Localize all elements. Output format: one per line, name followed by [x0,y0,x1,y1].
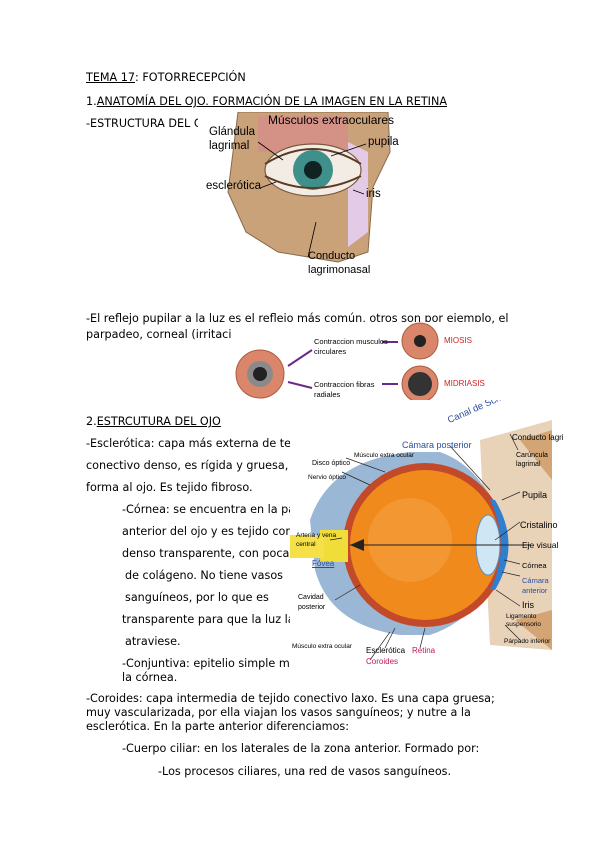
label-cornea: Córnea [522,561,547,570]
label-musculo-extra-ocular-bottom: Músculo extra ocular [292,643,352,650]
label-iris: iris [366,188,381,200]
cornea-line: atraviese. [125,635,181,648]
label-caruncula-lagrimal: lagrimal [516,461,541,468]
label-lagrimal: lagrimal [209,140,250,152]
esclerotica-line: conectivo denso, es rígida y gruesa, l [86,459,295,472]
label-disco-optico: Disco óptico [312,460,351,467]
section-2-heading: 2.ESTRCUTURA DEL OJO [86,415,221,429]
label-fovea: Fóvea [312,559,335,568]
label-conducto-lagrimal: Conducto lagrimal [512,433,563,442]
section-2-title: ESTRCUTURA DEL OJO [96,415,221,428]
label-pupila: Pupila [522,490,548,500]
cornea-line: sanguíneos, por lo que es [125,591,269,604]
esclerotica-line: -Esclerótica: capa más externa de tej [86,437,295,450]
pupil-reflex-illustration [232,322,486,402]
label-radiales: radiales [314,390,341,399]
label-eje-visual: Eje visual [522,540,559,550]
cornea-line: anterior del ojo y es tejido con [122,525,293,538]
label-cristalino: Cristalino [520,520,558,530]
label-camara-posterior: Cámara posterior [402,440,472,450]
label-parpado-inferior: Párpado inferior [504,638,551,645]
pupil-reflex-figure: Contraccion musculos circulares MIOSIS C… [232,322,486,402]
label-musculos: Músculos extraoculares [268,113,395,127]
cornea-line: de colágeno. No tiene vasos [125,569,283,582]
tema-title: : FOTORRECEPCIÓN [135,71,246,84]
label-contraccion-radiales: Contraccion fibras [314,380,375,389]
label-pupila: pupila [368,136,399,148]
label-coroides: Coroides [366,657,399,666]
coroides-line: -Coroides: capa intermedia de tejido con… [86,692,495,705]
label-midriasis: MIDRIASIS [444,379,485,388]
coroides-line: muy vascularizada, por ella viajan los v… [86,706,471,719]
label-retina: Retina [412,646,436,655]
eye-section-figure: Canal de Schlemm Cámara posterior Conduc… [290,400,563,668]
cornea-line: -Córnea: se encuentra en la pa [122,503,296,516]
label-circulares: circulares [314,347,347,356]
section-1-number: 1. [86,95,97,108]
label-contraccion-circulares: Contraccion musculos [314,337,388,346]
eye-external-figure: Músculos extraoculares Glándula lagrimal… [198,112,410,280]
label-esclerotica: esclerótica [206,180,261,192]
conjuntiva-line-2: la córnea. [122,671,178,684]
tema-number: TEMA 17 [86,71,135,84]
label-glandula: Glándula [209,126,256,138]
eye-external-illustration [198,112,410,280]
label-cavidad: Cavidad [298,594,324,601]
label-musculo-extra-ocular-top: Músculo extra ocular [354,452,414,459]
label-caruncula: Carúncula [516,452,548,459]
estructura-heading: -ESTRUCTURA DEL C [86,117,202,130]
section-1-heading: 1.ANATOMÍA DEL OJO. FORMACIÓN DE LA IMAG… [86,95,447,109]
esclerotica-line: forma al ojo. Es tejido fibroso. [86,481,253,494]
coroides-line: esclerótica. En la parte anterior difere… [86,720,350,733]
section-2-number: 2. [86,415,97,428]
label-camara-anterior: Cámara [522,576,549,585]
label-suspensorio: suspensorio [506,621,542,628]
conjuntiva-line-1: -Conjuntiva: epitelio simple ma [122,657,297,670]
cuerpo-ciliar-line: -Cuerpo ciliar: en los laterales de la z… [122,742,480,755]
label-lagrimonasal: lagrimonasal [308,264,371,276]
label-ligamento: Ligamento [506,613,537,620]
label-posterior: posterior [298,604,326,611]
label-esclerotica: Esclerótica [366,646,406,655]
cornea-line: transparente para que la luz la [122,613,295,626]
label-arteria: Arteria y vena [296,532,337,539]
label-conducto: Conducto [308,250,356,262]
section-1-title: ANATOMÍA DEL OJO. FORMACIÓN DE LA IMAGEN… [96,95,448,108]
label-miosis: MIOSIS [444,336,473,345]
page-title: TEMA 17: FOTORRECEPCIÓN [86,71,246,85]
reflejo-line-2: parpadeo, corneal (irritaci [86,328,232,341]
label-anterior: anterior [522,586,548,595]
label-iris: Iris [522,600,534,610]
cornea-line: denso transparente, con pocas [122,547,296,560]
procesos-ciliares-line: -Los procesos ciliares, una red de vasos… [158,765,452,778]
reflejo-line-1: -El reflejo pupilar a la luz es el refle… [86,312,509,325]
label-central: central [296,541,316,548]
eye-section-illustration [290,400,563,668]
label-nervio-optico: Nervio óptico [308,474,346,481]
